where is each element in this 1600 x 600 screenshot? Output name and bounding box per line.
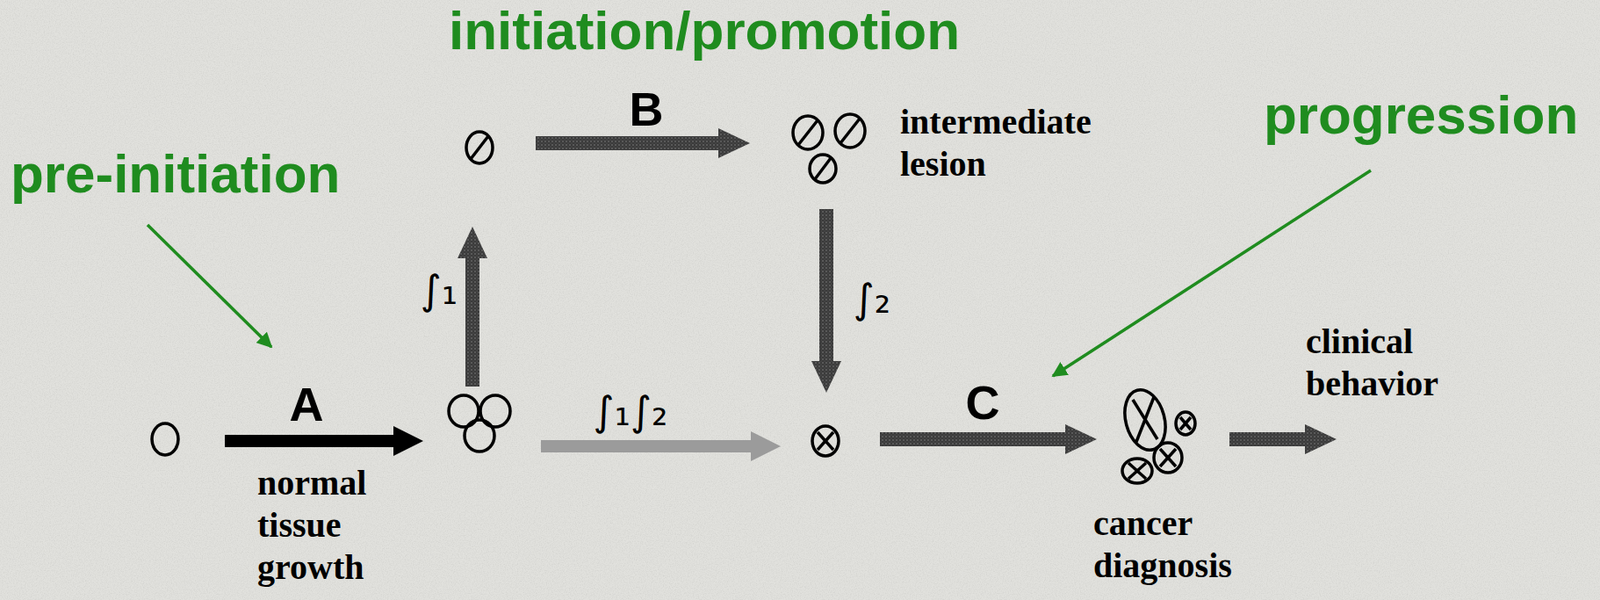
cell-cross [1128, 462, 1146, 479]
rate-symbol: ∫₁ [420, 268, 458, 311]
cell-cross [817, 432, 834, 450]
stage-heading: progression [1263, 86, 1579, 145]
arrow-a [224, 425, 424, 456]
cell-slash [470, 136, 489, 159]
outcome-arrow [1229, 424, 1337, 455]
stage-caption: cancer diagnosis [1093, 502, 1233, 587]
cell-cross [1128, 462, 1146, 479]
grey-arrow [540, 431, 781, 462]
up-arrow [457, 226, 488, 387]
rate-symbol: ∫₂ [853, 277, 891, 320]
rate-symbol: ∫₁∫₂ [593, 389, 669, 433]
cell-cross [1160, 448, 1176, 467]
cell-cross [817, 432, 834, 450]
normal-cell [151, 423, 179, 455]
outcome-label: clinical behavior [1305, 320, 1439, 405]
step-letter: B [629, 85, 664, 133]
initiated-cell [466, 131, 493, 164]
cell-group: intermediate lesion [900, 100, 1096, 186]
cell-slash [798, 120, 818, 145]
malignant-cell [1153, 442, 1182, 473]
cell-slash [814, 158, 831, 180]
initiated-cell [835, 114, 865, 148]
step-letter: C [965, 378, 1001, 426]
stage-heading: pre-initiation [10, 144, 340, 203]
initiated-cell [792, 115, 823, 150]
arrow-b [535, 128, 750, 159]
malignant-cell [812, 425, 839, 456]
malignant-cell [1122, 458, 1153, 483]
cell-cross [1180, 417, 1191, 430]
stage-heading: initiation/promotion [448, 1, 960, 60]
malignant-cell [1175, 411, 1196, 435]
step-letter: A [289, 380, 325, 428]
cell-cross [1160, 448, 1176, 467]
initiated-cell [809, 154, 837, 183]
cell-group: cancer diagnosis [1093, 502, 1236, 587]
cell-group: normal tissue growth [257, 461, 371, 589]
stage-caption: normal tissue growth [257, 461, 367, 589]
down-arrow [811, 209, 842, 393]
leader-line [147, 224, 272, 347]
arrow-c [879, 424, 1097, 455]
normal-cell [464, 419, 495, 452]
cell-cross [1136, 396, 1154, 442]
cell-cross [1180, 417, 1191, 430]
cell-slash [840, 118, 860, 144]
stage-caption: intermediate lesion [900, 100, 1092, 186]
